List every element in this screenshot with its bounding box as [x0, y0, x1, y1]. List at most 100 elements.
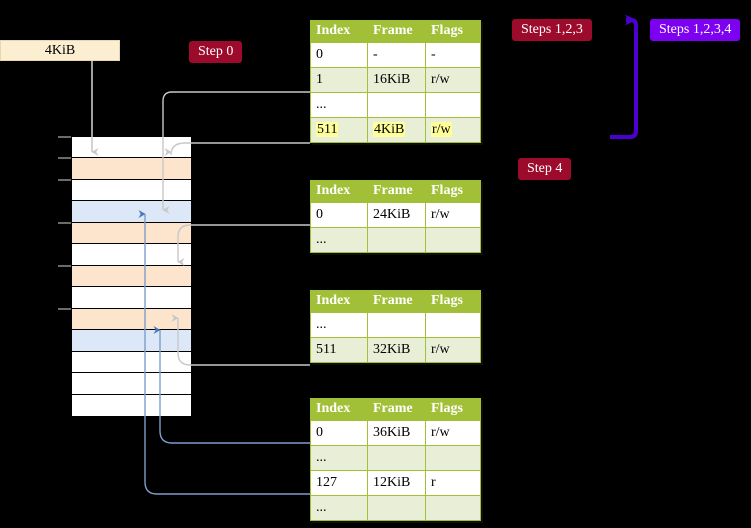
table-cell: r/w	[425, 117, 481, 143]
table-cell	[425, 312, 481, 338]
column-header-flags: Flags	[425, 180, 481, 203]
table-cell: 1	[310, 67, 368, 93]
memory-frame-row	[72, 287, 191, 309]
table-cell: 0	[310, 42, 368, 68]
step-0-label: Step 0	[198, 44, 234, 59]
memory-frame-row	[72, 330, 191, 352]
table-cell: r/w	[425, 337, 481, 363]
memory-frame-row	[72, 265, 191, 288]
memory-frame-row	[72, 308, 191, 331]
table-cell	[367, 312, 426, 338]
table-cell: r/w	[425, 202, 481, 228]
wire-t1-4kib	[164, 142, 310, 156]
column-header-frame: Frame	[367, 180, 426, 203]
memory-frame-row	[72, 351, 191, 374]
memory-frame-row	[72, 158, 191, 180]
table-cell	[367, 495, 426, 521]
table-row: ...	[310, 495, 481, 521]
table-row: ...	[310, 92, 481, 118]
table-row: ...	[310, 445, 481, 471]
table-cell: 127	[310, 470, 368, 496]
column-header-index: Index	[310, 290, 368, 313]
step-4-label: Step 4	[527, 161, 563, 176]
column-header-frame: Frame	[367, 398, 426, 421]
table-cell	[367, 227, 426, 253]
memory-frame-row	[72, 244, 191, 266]
column-header-index: Index	[310, 398, 368, 421]
memory-frame-row	[72, 373, 191, 395]
memory-frame-row	[72, 222, 191, 245]
wire-t3-32kib	[171, 314, 310, 366]
column-header-index: Index	[310, 180, 368, 203]
memory-tick	[58, 178, 71, 181]
table-cell: ...	[310, 92, 368, 118]
table-cell: 4KiB	[367, 117, 426, 143]
memory-tick	[58, 157, 71, 160]
physical-memory-column	[71, 136, 191, 416]
table-cell	[425, 445, 481, 471]
memory-tick	[58, 221, 71, 224]
memory-frame-row	[72, 201, 191, 223]
steps-1234-badge: Steps 1,2,3,4	[650, 19, 741, 41]
table-cell	[367, 92, 426, 118]
steps-123-label: Steps 1,2,3	[521, 22, 583, 37]
table-cell: r/w	[425, 420, 481, 446]
memory-tick	[58, 264, 71, 267]
table-cell: -	[425, 42, 481, 68]
column-header-frame: Frame	[367, 20, 426, 43]
table-cell: 16KiB	[367, 67, 426, 93]
table-cell: r	[425, 470, 481, 496]
memory-frame-row	[72, 137, 191, 159]
table-cell: 0	[310, 420, 368, 446]
frame-size-label: 4KiB	[44, 43, 76, 58]
memory-frame-row	[72, 179, 191, 202]
table-cell: 12KiB	[367, 470, 426, 496]
steps-123-badge: Steps 1,2,3	[512, 19, 592, 41]
table-cell: 511	[310, 337, 368, 363]
table-cell	[425, 495, 481, 521]
steps-1234-label: Steps 1,2,3,4	[659, 22, 732, 37]
table-row: ...	[310, 312, 481, 338]
table-cell: ...	[310, 445, 368, 471]
table-cell	[425, 92, 481, 118]
table-cell: ...	[310, 495, 368, 521]
step-4-badge: Step 4	[518, 158, 572, 180]
table-row: ...	[310, 227, 481, 253]
memory-frame-row	[72, 394, 191, 416]
table-cell	[367, 445, 426, 471]
wire-t2-24kib	[177, 224, 310, 266]
frame-size-banner: 4KiB	[0, 40, 120, 61]
step-0-badge: Step 0	[189, 41, 243, 63]
column-header-flags: Flags	[425, 290, 481, 313]
table-cell: 511	[310, 117, 368, 143]
table-cell: r/w	[425, 67, 481, 93]
column-header-flags: Flags	[425, 398, 481, 421]
table-cell: 0	[310, 202, 368, 228]
table-row: 0--	[310, 42, 481, 68]
column-header-frame: Frame	[367, 290, 426, 313]
table-cell: 32KiB	[367, 337, 426, 363]
table-cell: -	[367, 42, 426, 68]
memory-tick	[58, 136, 71, 138]
table-cell: 24KiB	[367, 202, 426, 228]
table-cell: ...	[310, 312, 368, 338]
column-header-index: Index	[310, 20, 368, 43]
memory-tick	[58, 307, 71, 310]
table-cell: 36KiB	[367, 420, 426, 446]
column-header-flags: Flags	[425, 20, 481, 43]
